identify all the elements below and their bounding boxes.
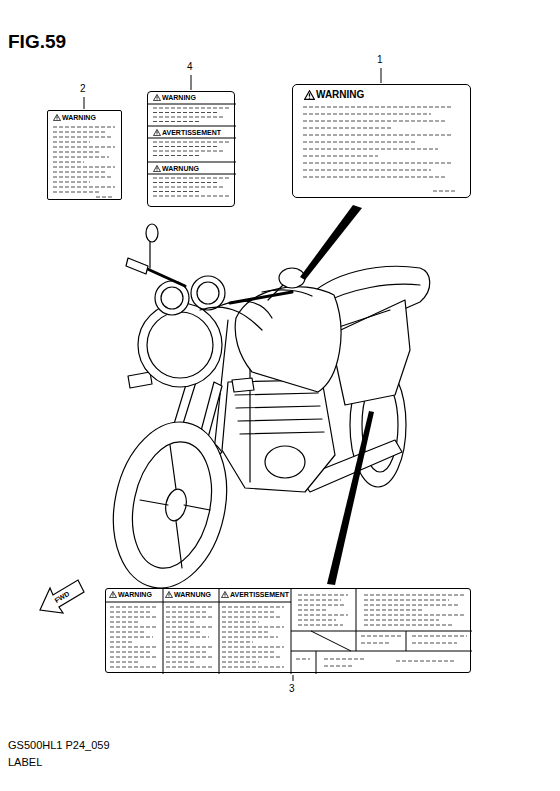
heading-text: WARNING	[118, 591, 152, 598]
warning-label-sticker: WARNING	[47, 110, 122, 200]
heading-text: WARNING	[162, 94, 196, 101]
warning-heading: WARNING	[303, 90, 365, 100]
sticker-print-lines	[48, 111, 123, 201]
warning-triangle	[53, 114, 61, 121]
callout-number: 3	[289, 684, 295, 694]
figure-title: FIG.59	[8, 32, 66, 51]
heading-text: AVERTISSEMENT	[162, 129, 221, 136]
callout-number: 2	[80, 84, 86, 94]
leader-wedge	[300, 205, 362, 280]
warning-heading: AVERTISSEMENT	[220, 591, 290, 598]
sticker-print-lines	[148, 92, 236, 208]
warning-heading: WARNING	[52, 114, 97, 121]
heading-text: WARNUNG	[162, 165, 199, 172]
warning-triangle	[153, 165, 161, 172]
callout-number: 1	[377, 55, 383, 65]
heading-text: AVERTISSEMENT	[230, 591, 289, 598]
warning-label-sticker: WARNING WARNUNG AVERTISSEMENT	[105, 588, 471, 673]
warning-triangle	[109, 591, 117, 598]
warning-label-sticker: WARNING AVERTISSEMENT WARNUNG	[147, 91, 235, 207]
warning-heading: WARNUNG	[152, 165, 200, 172]
forward-arrow	[40, 580, 84, 613]
figure-caption: LABEL	[8, 757, 42, 768]
warning-triangle	[221, 591, 229, 598]
sticker-print-lines	[293, 85, 472, 199]
warning-heading: WARNING	[108, 591, 153, 598]
heading-text: WARNING	[62, 114, 96, 121]
sticker-print-lines	[106, 589, 472, 674]
warning-label-sticker: WARNING	[292, 84, 471, 198]
heading-text: WARNUNG	[174, 591, 211, 598]
leader-wedge	[327, 411, 374, 585]
heading-text: WARNING	[316, 90, 364, 100]
drawing-code: GS500HL1 P24_059	[8, 740, 110, 751]
warning-heading: WARNING	[152, 94, 197, 101]
warning-triangle	[165, 591, 173, 598]
callout-number: 4	[187, 62, 193, 72]
warning-heading: AVERTISSEMENT	[152, 129, 222, 136]
warning-triangle	[153, 94, 161, 101]
warning-triangle	[304, 90, 315, 100]
warning-triangle	[153, 129, 161, 136]
warning-heading: WARNUNG	[164, 591, 212, 598]
